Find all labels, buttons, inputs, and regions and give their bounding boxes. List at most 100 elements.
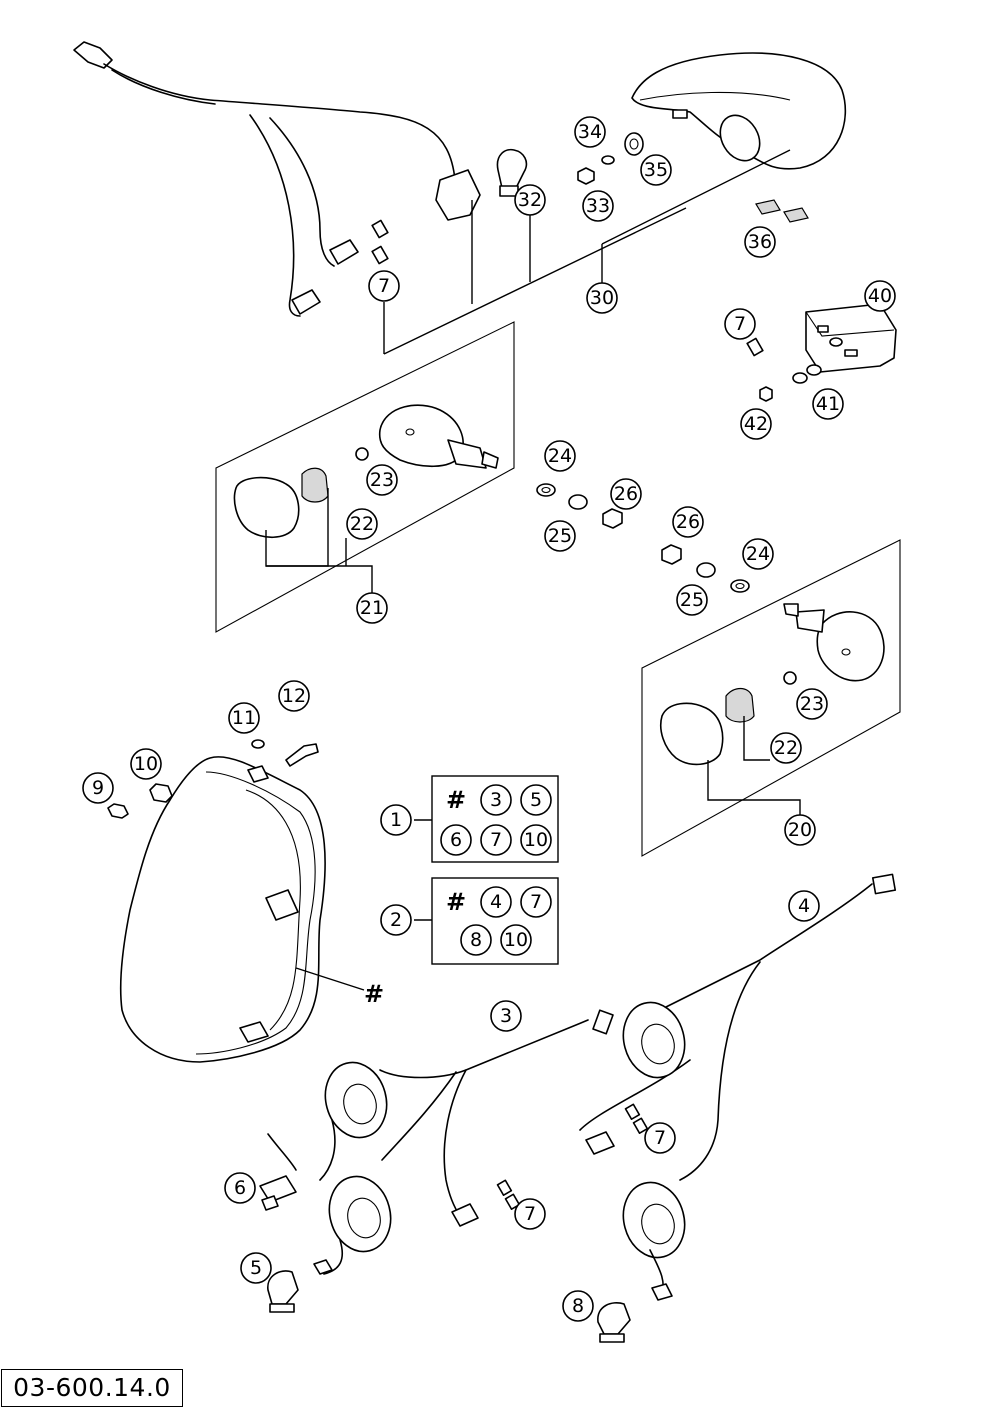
headlight-harness-4 <box>579 873 897 1301</box>
callout-24-rear: 24 <box>544 440 576 472</box>
svg-text:11: 11 <box>232 707 256 729</box>
svg-text:41: 41 <box>816 393 840 415</box>
svg-text:25: 25 <box>680 589 704 611</box>
svg-text:24: 24 <box>746 543 770 565</box>
headlight-bulb-5 <box>267 1270 299 1313</box>
svg-text:21: 21 <box>360 597 384 619</box>
callout-22-front: 22 <box>770 732 802 764</box>
kit2-item-8: 8 <box>460 924 492 956</box>
tail-bulb-32 <box>496 148 528 197</box>
callout-20: 20 <box>784 814 816 846</box>
callout-21: 21 <box>356 592 388 624</box>
turn-signal-assembly-21 <box>215 321 515 633</box>
svg-text:9: 9 <box>92 777 104 799</box>
kit1-item-6: 6 <box>440 824 472 856</box>
svg-text:36: 36 <box>748 231 772 253</box>
callout-8: 8 <box>562 1290 594 1322</box>
svg-text:7: 7 <box>490 829 502 851</box>
callout-32: 32 <box>514 184 546 216</box>
tail-light-harness <box>73 41 481 317</box>
callout-7-harness3: 7 <box>514 1198 546 1230</box>
callout-36: 36 <box>744 226 776 258</box>
callout-11: 11 <box>228 702 260 734</box>
diagram-code-label: 03-600.14.0 <box>1 1369 183 1407</box>
kit1-item-3: 3 <box>480 784 512 816</box>
kit1-item-10: 10 <box>520 824 552 856</box>
headlight-hardware <box>107 739 319 819</box>
svg-text:22: 22 <box>774 737 798 759</box>
svg-text:6: 6 <box>234 1177 246 1199</box>
svg-text:23: 23 <box>370 469 394 491</box>
kit1-hash: # <box>446 786 466 814</box>
svg-text:5: 5 <box>530 789 542 811</box>
svg-text:33: 33 <box>586 195 610 217</box>
svg-text:10: 10 <box>504 929 528 951</box>
svg-text:26: 26 <box>676 511 700 533</box>
callout-6: 6 <box>224 1172 256 1204</box>
svg-text:26: 26 <box>614 483 638 505</box>
svg-text:7: 7 <box>530 891 542 913</box>
callout-23-front: 23 <box>796 688 828 720</box>
kit2-item-10: 10 <box>500 924 532 956</box>
svg-text:40: 40 <box>868 285 892 307</box>
svg-text:20: 20 <box>788 819 812 841</box>
small-parts-33-35 <box>577 132 644 185</box>
svg-text:7: 7 <box>524 1203 536 1225</box>
tail-light-housing-30 <box>631 52 847 170</box>
headlight-harness-3 <box>313 1009 614 1275</box>
leader-lines <box>265 149 801 991</box>
adhesive-pads-36 <box>755 199 809 223</box>
callout-34: 34 <box>574 116 606 148</box>
callout-35: 35 <box>640 154 672 186</box>
svg-text:5: 5 <box>250 1257 262 1279</box>
kit1-item-7: 7 <box>480 824 512 856</box>
svg-text:4: 4 <box>490 891 502 913</box>
svg-text:6: 6 <box>450 829 462 851</box>
svg-text:3: 3 <box>490 789 502 811</box>
svg-text:7: 7 <box>654 1127 666 1149</box>
svg-text:23: 23 <box>800 693 824 715</box>
svg-text:7: 7 <box>734 313 746 335</box>
callout-12: 12 <box>278 680 310 712</box>
kit2-hash: # <box>446 888 466 916</box>
callout-33: 33 <box>582 190 614 222</box>
svg-text:2: 2 <box>390 909 402 931</box>
svg-text:7: 7 <box>378 275 390 297</box>
svg-text:24: 24 <box>548 445 572 467</box>
callout-5: 5 <box>240 1252 272 1284</box>
callout-10: 10 <box>130 748 162 780</box>
svg-text:30: 30 <box>590 287 614 309</box>
callout-1: 1 <box>380 804 412 836</box>
svg-text:4: 4 <box>798 895 810 917</box>
svg-text:3: 3 <box>500 1005 512 1027</box>
svg-text:1: 1 <box>390 809 402 831</box>
callout-7-harness4: 7 <box>644 1122 676 1154</box>
kit-box-1: # 3 5 6 7 10 <box>431 775 559 863</box>
kit1-item-5: 5 <box>520 784 552 816</box>
callout-2: 2 <box>380 904 412 936</box>
callout-30: 30 <box>586 282 618 314</box>
callout-42: 42 <box>740 408 772 440</box>
headlight-housing <box>119 756 326 1063</box>
mounting-hardware-24-26 <box>536 483 750 593</box>
svg-text:8: 8 <box>470 929 482 951</box>
svg-text:34: 34 <box>578 121 602 143</box>
kit-box-2: # 4 7 8 10 <box>431 877 559 965</box>
kit2-item-4: 4 <box>480 886 512 918</box>
callout-25-rear: 25 <box>544 520 576 552</box>
callout-41: 41 <box>812 388 844 420</box>
headlight-bulb-8 <box>597 1302 631 1343</box>
plate-light-hardware <box>746 337 822 402</box>
svg-text:25: 25 <box>548 525 572 547</box>
svg-text:22: 22 <box>350 513 374 535</box>
callout-9: 9 <box>82 772 114 804</box>
callout-7-tail: 7 <box>368 270 400 302</box>
svg-text:10: 10 <box>134 753 158 775</box>
callout-26-front: 26 <box>672 506 704 538</box>
callout-26-rear: 26 <box>610 478 642 510</box>
headlight-hash-label: # <box>364 980 384 1008</box>
callout-25-front: 25 <box>676 584 708 616</box>
kit2-item-7: 7 <box>520 886 552 918</box>
svg-text:8: 8 <box>572 1295 584 1317</box>
